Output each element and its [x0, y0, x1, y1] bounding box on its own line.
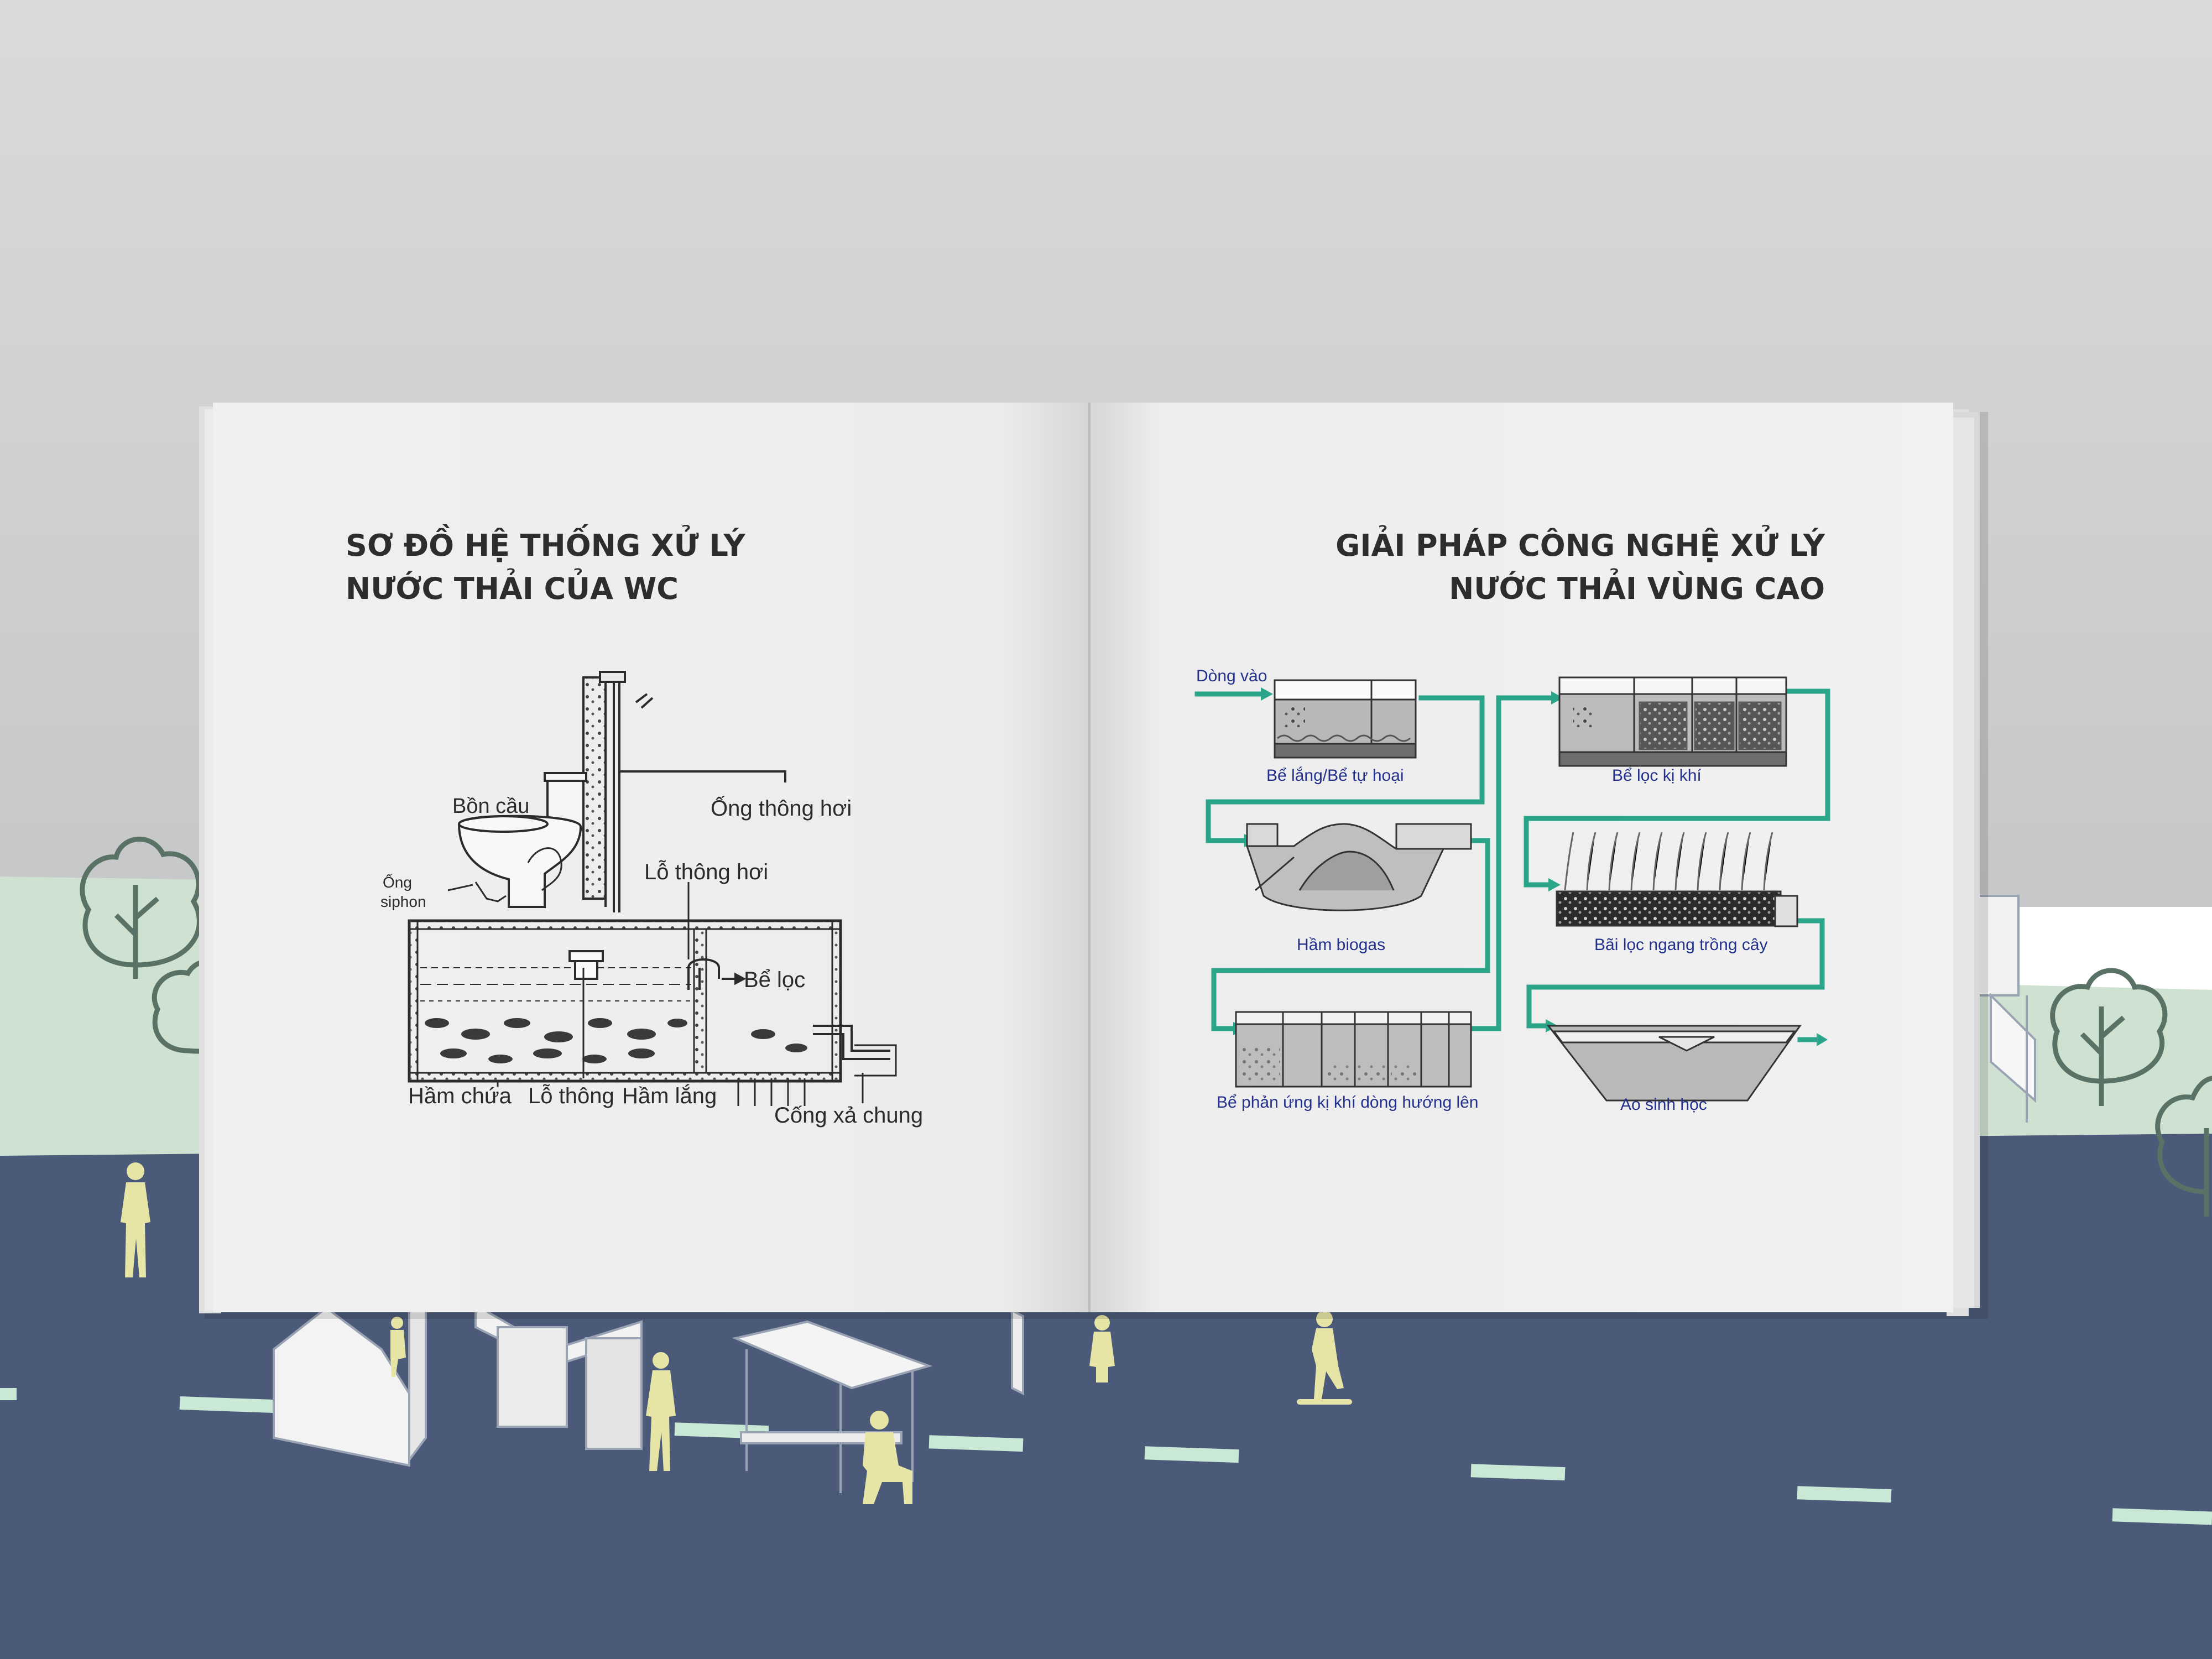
- label-cong-xa-chung: Cống xả chung: [774, 1103, 923, 1128]
- label-be-loc: Bể lọc: [744, 968, 805, 992]
- right-page-title: GIẢI PHÁP CÔNG NGHỆ XỬ LÝ NƯỚC THẢI VÙNG…: [1272, 524, 1825, 611]
- label-bai-loc: Bãi lọc ngang trồng cây: [1594, 936, 1768, 954]
- label-ham-biogas: Hầm biogas: [1297, 936, 1385, 954]
- bio-pond: [1546, 1025, 1802, 1102]
- left-title-line2: NƯỚC THẢI CỦA WC: [346, 571, 679, 606]
- reed-bed: [1556, 832, 1798, 927]
- right-page: [1089, 403, 1953, 1312]
- label-be-phan-ung: Bể phản ứng kị khí dòng hướng lên: [1217, 1093, 1479, 1112]
- left-title-line1: SƠ ĐỒ HỆ THỐNG XỬ LÝ: [346, 528, 745, 563]
- label-lo-thong: Lỗ thông: [528, 1083, 614, 1108]
- label-dong-vao: Dòng vào: [1196, 667, 1267, 685]
- biogas-digester: [1245, 823, 1472, 911]
- people: [121, 1162, 1352, 1504]
- anaerobic-filter: [1558, 676, 1787, 767]
- label-ham-chua: Hầm chứa: [408, 1084, 512, 1108]
- label-be-lang: Bể lắng/Bể tự hoại: [1266, 766, 1404, 785]
- wc-diagram: [408, 671, 897, 1106]
- label-bon-cau: Bồn cầu: [452, 795, 529, 818]
- label-ham-lang: Hầm lắng: [622, 1083, 717, 1108]
- label-ao-sinh-hoc: Ao sinh học: [1620, 1095, 1707, 1114]
- pavilions: [273, 1285, 1024, 1493]
- settling-tank: [1274, 679, 1417, 759]
- label-be-loc-ki-khi: Bể lọc kị khí: [1612, 766, 1702, 785]
- left-page: [213, 403, 1089, 1312]
- label-ong-thong-hoi: Ống thông hơi: [711, 795, 852, 821]
- label-ong-siphon-line1: Ống: [383, 873, 412, 891]
- upflow-reactor: [1235, 1011, 1472, 1088]
- flow-pipes: [1194, 688, 1830, 1042]
- left-page-title: SƠ ĐỒ HỆ THỐNG XỬ LÝ NƯỚC THẢI CỦA WC: [346, 524, 745, 611]
- label-lo-thong-hoi: Lỗ thông hơi: [644, 859, 768, 884]
- tree-icon: [2155, 1076, 2212, 1217]
- label-ong-siphon-line2: siphon: [380, 893, 426, 910]
- tree-icon: [2050, 968, 2168, 1106]
- right-title-line2: NƯỚC THẢI VÙNG CAO: [1449, 571, 1825, 606]
- right-title-line1: GIẢI PHÁP CÔNG NGHỆ XỬ LÝ: [1335, 528, 1825, 563]
